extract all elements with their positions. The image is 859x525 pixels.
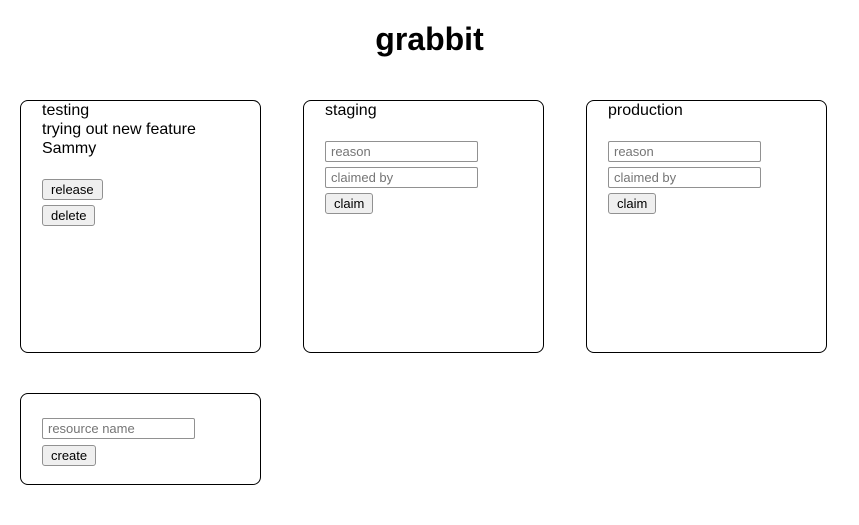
resource-name-input[interactable] (42, 418, 195, 439)
delete-button[interactable]: delete (42, 205, 96, 226)
claim-button[interactable]: claim (325, 193, 374, 214)
resource-claimed-by: Sammy (42, 140, 97, 157)
resource-card-production: production claim (586, 100, 827, 353)
reason-input[interactable] (608, 141, 761, 162)
reason-input[interactable] (325, 141, 478, 162)
create-row: create (0, 393, 859, 485)
resource-name: staging (325, 102, 377, 119)
resource-claim-reason: trying out new feature (42, 121, 196, 138)
claimed-by-input[interactable] (325, 167, 478, 188)
resource-card-staging: staging claim (303, 100, 544, 353)
create-resource-card: create (20, 393, 261, 485)
resources-row: testing trying out new feature Sammy rel… (0, 100, 859, 353)
app: grabbit testing trying out new feature S… (0, 21, 859, 485)
create-button[interactable]: create (42, 445, 97, 466)
claim-button[interactable]: claim (608, 193, 657, 214)
resource-name: production (608, 102, 683, 119)
resource-card-testing: testing trying out new feature Sammy rel… (20, 100, 261, 353)
release-button[interactable]: release (42, 179, 103, 200)
claimed-by-input[interactable] (608, 167, 761, 188)
app-title: grabbit (375, 21, 484, 57)
resource-name: testing (42, 102, 90, 119)
